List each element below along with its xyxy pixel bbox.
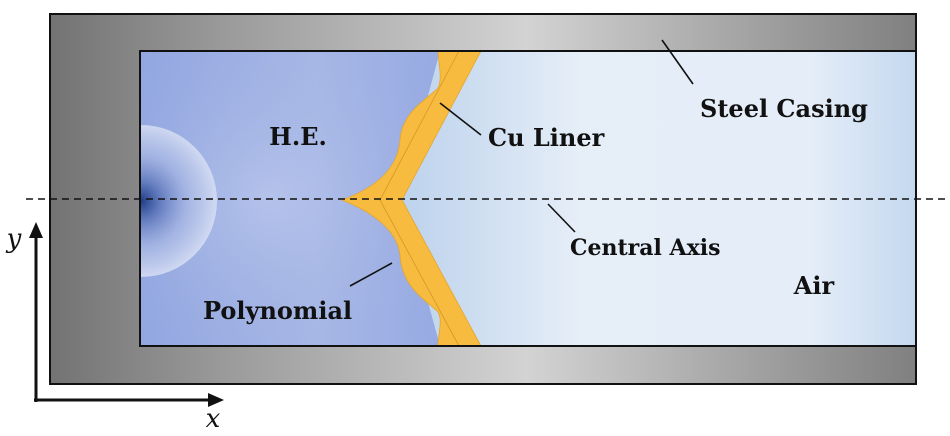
air-region [400,51,916,346]
right-edge-mask [917,0,950,436]
y-axis-arrowhead [29,222,43,238]
central-axis-leader [547,203,576,233]
x-axis-arrowhead [208,393,224,407]
polynomial-label: Polynomial [203,296,352,325]
cu-liner-leader [439,102,482,136]
cu-liner-label: Cu Liner [488,123,605,152]
y-axis-label: y [6,224,22,254]
he-label: H.E. [269,122,327,151]
central-axis-label: Central Axis [570,235,720,261]
x-axis-label: x [206,404,221,434]
polynomial-leader [349,262,393,287]
air-label: Air [793,271,835,300]
cu-liner [340,50,482,347]
detonation-point [140,125,217,277]
cu-liner-edge [379,50,460,347]
steel-casing-label: Steel Casing [700,94,868,123]
steel-casing-leader [661,39,694,85]
